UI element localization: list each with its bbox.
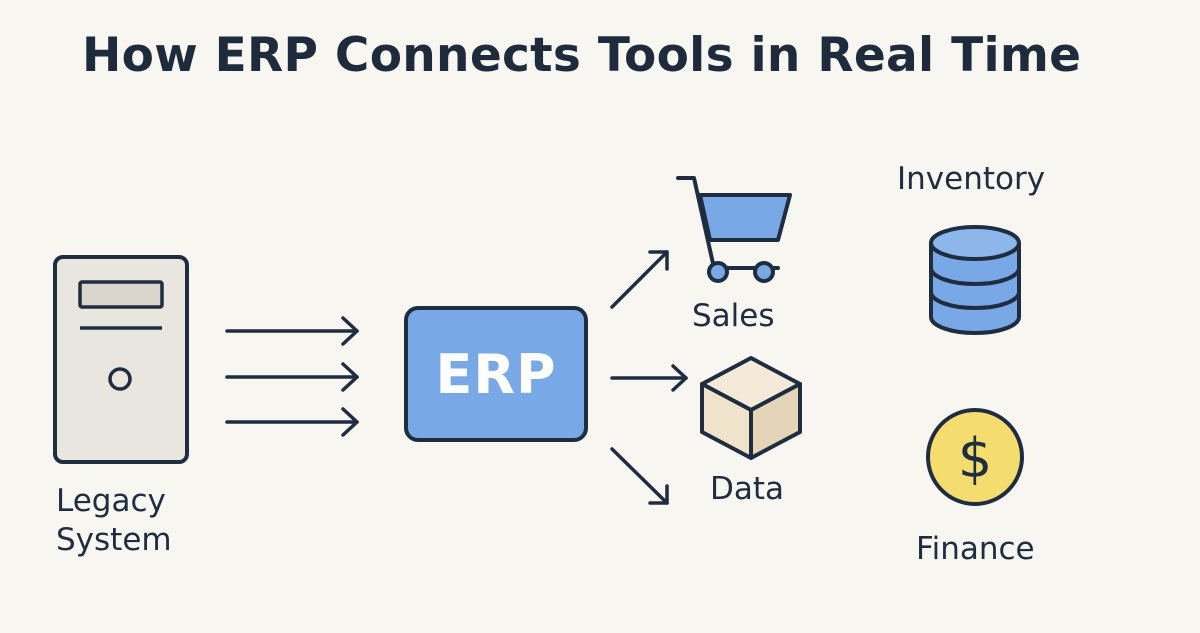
database-icon: [929, 225, 1021, 335]
diagram-title: How ERP Connects Tools in Real Time: [82, 28, 1082, 83]
box-icon: [700, 356, 802, 460]
shopping-cart-icon: [676, 176, 792, 283]
erp-box: [404, 306, 588, 442]
erp-label: ERP: [435, 342, 557, 406]
arrow-top: [225, 316, 359, 346]
svg-text:$: $: [958, 427, 992, 490]
arrow-bottom: [225, 407, 359, 437]
arrow-to-sales: [610, 250, 669, 309]
arrow-to-data: [610, 364, 688, 392]
server-tower-icon: [53, 255, 189, 464]
sales-label: Sales: [692, 298, 775, 334]
arrow-middle: [225, 362, 359, 392]
erp-output-arrows: [610, 250, 688, 505]
inventory-label: Inventory: [897, 161, 1046, 197]
legacy-system-label: Legacy System: [56, 482, 172, 560]
legacy-label-line1: Legacy: [56, 483, 166, 519]
dollar-coin-icon: $: [926, 408, 1024, 506]
legacy-to-erp-arrows: [225, 316, 359, 437]
finance-label: Finance: [916, 531, 1035, 567]
data-label: Data: [710, 471, 785, 507]
legacy-label-line2: System: [56, 521, 172, 558]
arrow-to-finance-path: [610, 447, 669, 505]
